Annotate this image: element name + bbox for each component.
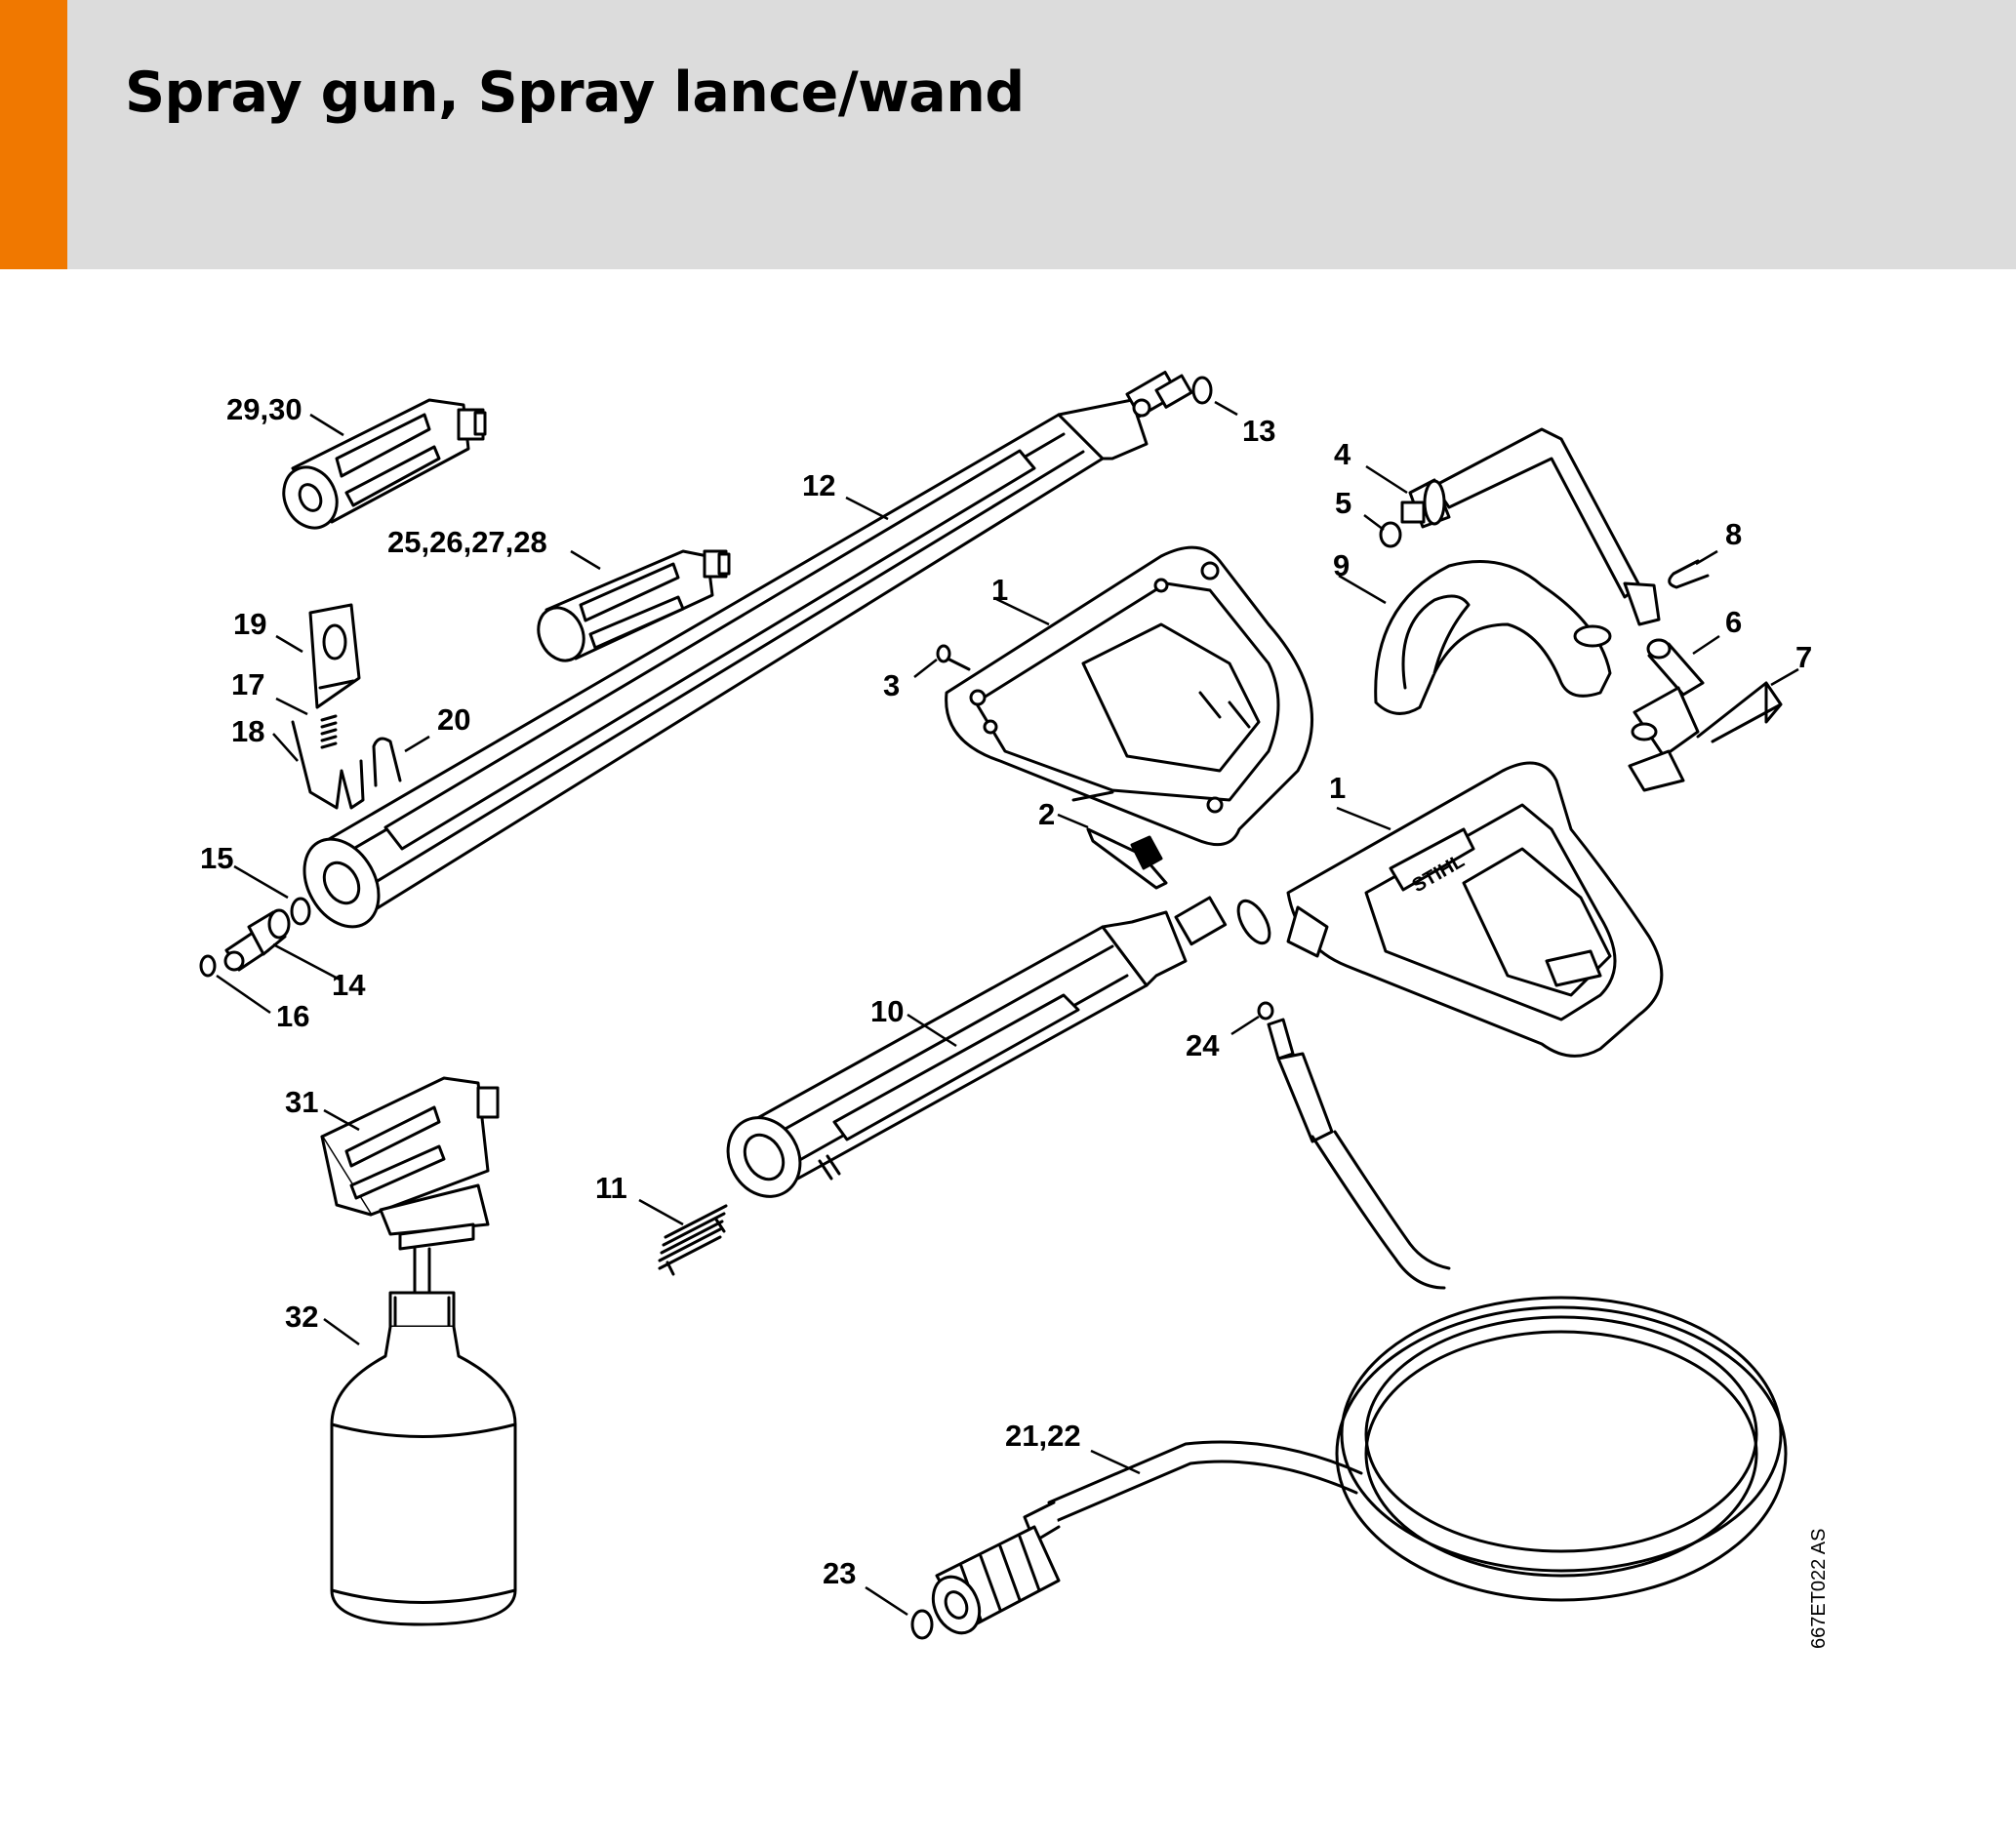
callout-11: 11 <box>595 1171 627 1205</box>
callout-6: 6 <box>1725 605 1742 639</box>
callout-25-28: 25,26,27,28 <box>387 525 547 559</box>
o-ring-5-part <box>1379 521 1402 548</box>
callout-4: 4 <box>1334 437 1351 471</box>
spring-17-part <box>320 714 338 749</box>
callout-18: 18 <box>231 714 264 748</box>
header-bar <box>0 0 2016 269</box>
o-ring-16-part <box>199 954 217 978</box>
leader-lines <box>216 400 1799 1617</box>
callout-23: 24 <box>1186 1028 1220 1062</box>
callout-19: 19 <box>233 607 266 641</box>
callout-5: 5 <box>1335 486 1351 520</box>
callout-13: 13 <box>1242 414 1275 448</box>
callout-3: 3 <box>883 668 900 702</box>
callout-labels: 29,30 25,26,27,28 13 12 1 3 4 5 8 9 6 7 … <box>200 392 1812 1590</box>
spray-lance-part <box>302 371 1193 929</box>
callout-14: 14 <box>332 968 366 1002</box>
trigger-rod-4-part <box>1400 427 1661 626</box>
spring-clip-8-part <box>1668 559 1710 589</box>
callout-32: 32 <box>285 1300 318 1334</box>
adapter-14-part <box>223 908 291 972</box>
hose-coupling-nut-part <box>931 1525 1061 1635</box>
screw-3-part <box>936 644 971 671</box>
callout-29-30: 29,30 <box>226 392 302 426</box>
callout-12: 12 <box>802 468 835 502</box>
nozzle-25-28-part <box>537 549 731 662</box>
o-ring-23-part <box>1257 1001 1274 1021</box>
valve-assembly-6-part <box>1628 638 1705 792</box>
clip-plate-19-part <box>308 603 361 709</box>
wire-clip-18-part <box>291 720 365 810</box>
foam-nozzle-31-part <box>320 1076 500 1300</box>
drawing-reference-code: 667ET022 AS <box>1808 1529 1830 1649</box>
callout-17: 17 <box>231 667 264 701</box>
callout-10: 10 <box>870 994 904 1028</box>
callout-9: 9 <box>1333 548 1350 582</box>
detergent-bottle-32-part <box>330 1266 517 1626</box>
callout-1-lower: 1 <box>1329 771 1346 805</box>
high-pressure-hose-part <box>1023 1018 1788 1602</box>
wire-bracket-7-part <box>1696 681 1783 743</box>
header-accent-stripe <box>0 0 67 269</box>
callout-8: 8 <box>1725 517 1742 551</box>
callout-7: 7 <box>1795 640 1812 674</box>
o-ring-15-part <box>290 897 311 926</box>
callout-2: 2 <box>1038 797 1055 831</box>
trigger-lock-2-part <box>1086 827 1168 890</box>
gun-housing-assembled-part <box>1286 761 1664 1058</box>
trigger-guard-9-part <box>1374 560 1612 715</box>
o-ring-13-part <box>1191 376 1213 405</box>
page-title: Spray gun, Spray lance/wand <box>125 60 1025 125</box>
callout-21-22: 21,22 <box>1005 1419 1081 1453</box>
o-ring-24-part <box>910 1609 934 1640</box>
callout-31: 31 <box>285 1085 318 1119</box>
callout-24: 23 <box>823 1556 856 1590</box>
spring-11-part <box>658 1204 728 1276</box>
rotary-nozzle-29-30-part <box>282 398 487 530</box>
u-clip-20-part <box>372 737 402 787</box>
short-spray-lance-part <box>726 896 1271 1198</box>
gun-housing-half-shell-part <box>945 545 1314 847</box>
callout-16: 16 <box>276 999 309 1033</box>
callout-20: 20 <box>437 702 470 737</box>
callout-1-upper: 1 <box>991 573 1008 607</box>
callout-15: 15 <box>200 841 233 875</box>
